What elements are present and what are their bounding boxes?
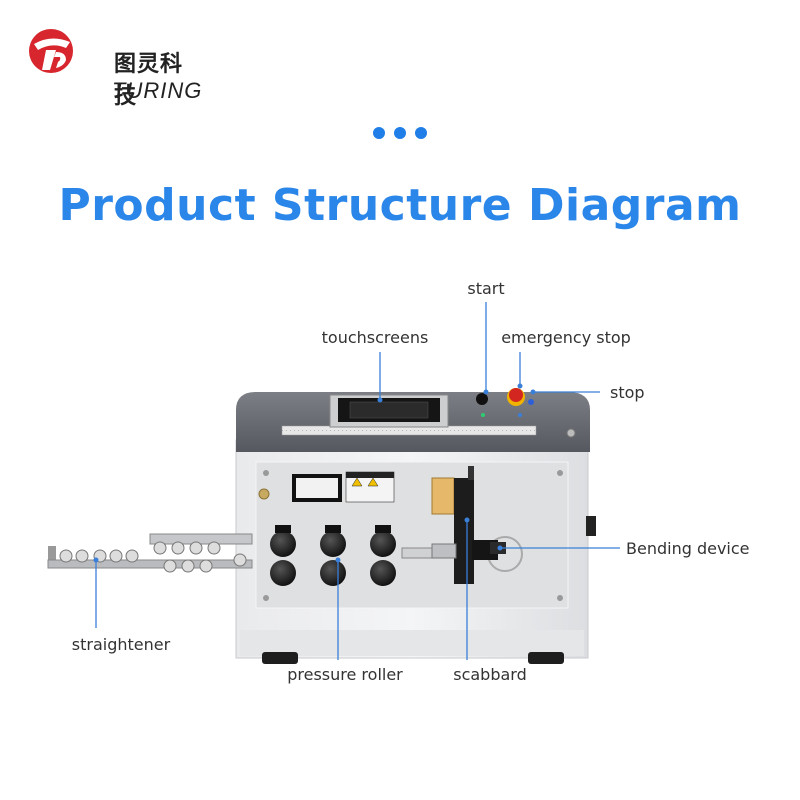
label-scabbard: scabbard [453, 665, 527, 684]
callout-lines [95, 302, 620, 660]
emergency-stop-button [509, 388, 523, 402]
pressure-rollers [270, 525, 396, 586]
straightener-assembly [47, 533, 253, 573]
machine-body [235, 388, 596, 664]
label-stop: stop [610, 383, 645, 402]
decorative-dots [373, 127, 427, 139]
scabbard-block [454, 478, 474, 584]
brand-logo: 图灵科技 TURING [26, 24, 201, 109]
brand-name-en: TURING [112, 78, 203, 103]
label-straightener: straightener [72, 635, 171, 654]
label-emergency-stop: emergency stop [501, 328, 631, 347]
label-pressure-roller: pressure roller [287, 665, 403, 684]
dot-icon [394, 127, 406, 139]
brand-name-cn: 图灵科技 [114, 52, 184, 109]
machine-foot [262, 652, 298, 664]
label-start: start [467, 279, 504, 298]
dot-icon [415, 127, 427, 139]
stop-indicator [528, 399, 534, 405]
start-button [476, 393, 488, 405]
page-title: Product Structure Diagram [58, 180, 742, 231]
label-touchscreens: touchscreens [322, 328, 429, 347]
turing-logo-icon [29, 29, 73, 73]
dot-icon [373, 127, 385, 139]
machine-foot [528, 652, 564, 664]
blade-sticker [431, 477, 455, 515]
label-bending-device: Bending device [626, 539, 750, 558]
